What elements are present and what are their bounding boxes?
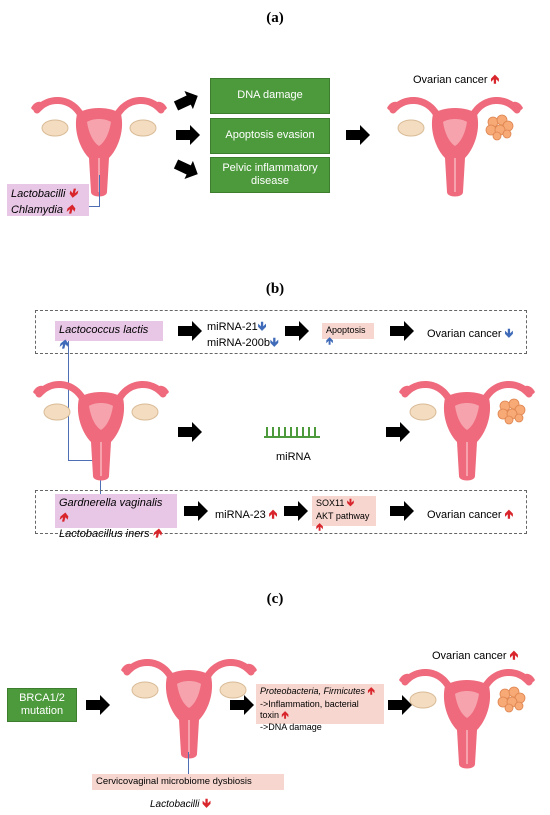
arrow-up-icon: 🡹 [66, 201, 75, 216]
panel-a-label: (a) [266, 10, 284, 26]
sox11-akt-box: SOX11 🡻 AKT pathway 🡹 [312, 496, 376, 533]
top-outcome: Ovarian cancer 🡻 [427, 326, 514, 340]
outcome-ovarian-cancer-a: Ovarian cancer 🡹 [413, 72, 500, 86]
bottom-pathway-box [35, 490, 527, 534]
arrow-right-icon [284, 501, 308, 521]
top-mirna-list: miRNA-21🡻 miRNA-200b🡻 [207, 319, 279, 349]
arrow-up-icon: 🡹 [326, 336, 334, 348]
panel-b-label: (b) [265, 281, 285, 297]
arrow-right-icon [390, 501, 414, 521]
bottom-outcome: Ovarian cancer 🡹 [427, 507, 514, 521]
arrow-right-icon [178, 321, 202, 341]
apoptosis-box: Apoptosis 🡹 [322, 323, 374, 347]
lactobacilli-label: Lactobacilli [11, 188, 66, 200]
panel-c-label: (c) [266, 591, 284, 607]
bacteria-box-a: Lactobacilli 🡻 Chlamydia 🡹 [7, 184, 89, 216]
arrow-right-icon [184, 501, 208, 521]
connector-line-a [99, 175, 100, 207]
arrow-up-icon: 🡹 [59, 337, 68, 352]
arrow-right-icon [171, 154, 202, 184]
arrow-up-icon: 🡹 [152, 525, 162, 540]
arrow-down-icon: 🡻 [269, 334, 279, 349]
arrow-up-icon: 🡹 [316, 521, 324, 533]
arrow-right-icon [285, 321, 309, 341]
arrow-right-icon [176, 125, 200, 145]
uterus-illustration-b-right [392, 372, 542, 484]
proteobacteria-box: Proteobacteria, Firmicutes 🡹 ->Inflammat… [256, 684, 384, 732]
dysbiosis-box: Cervicovaginal microbiome dysbiosis [92, 774, 284, 790]
arrow-right-icon [346, 125, 370, 145]
lactococcus-box: Lactococcus lactis 🡹 [55, 321, 163, 351]
arrow-up-icon: 🡹 [504, 507, 514, 521]
lactobacilli-c: Lactobacilli 🡻 [150, 796, 211, 810]
uterus-illustration-c-right [392, 660, 542, 772]
gardnerella-box: Gardnerella vaginalis 🡹 Lactobacillus in… [55, 494, 177, 540]
top-pathway-box [35, 310, 527, 354]
effect-dna-damage: DNA damage [210, 78, 330, 114]
arrow-right-icon [171, 86, 202, 116]
arrow-right-icon [230, 695, 254, 715]
connector-line-b [68, 341, 69, 461]
arrow-down-icon: 🡻 [346, 498, 355, 509]
outcome-ovarian-cancer-c: Ovarian cancer 🡹 [432, 648, 519, 662]
arrow-right-icon [86, 695, 110, 715]
brca-mutation-box: BRCA1/2 mutation [7, 688, 77, 722]
arrow-up-icon: 🡹 [509, 648, 519, 662]
arrow-down-icon: 🡻 [202, 796, 211, 810]
arrow-down-icon: 🡻 [257, 319, 267, 333]
effect-pelvic-inflammatory-disease: Pelvic inflammatory disease [210, 157, 330, 193]
connector-line-a-h [89, 206, 100, 207]
bottom-mirna: miRNA-23 🡹 [215, 507, 278, 521]
arrow-up-icon: 🡹 [281, 709, 289, 721]
uterus-illustration-b-left [26, 372, 176, 484]
mirna-label: miRNA [276, 451, 311, 463]
arrow-down-icon: 🡻 [68, 186, 78, 200]
effect-apoptosis-evasion: Apoptosis evasion [210, 118, 330, 154]
arrow-right-icon [390, 321, 414, 341]
uterus-illustration-a-right [380, 88, 530, 200]
arrow-right-icon [178, 422, 202, 442]
connector-line-c [188, 752, 189, 774]
arrow-up-icon: 🡹 [268, 507, 278, 521]
arrow-up-icon: 🡹 [490, 72, 500, 86]
arrow-up-icon: 🡹 [367, 686, 375, 697]
connector-line-b-h [68, 460, 100, 461]
arrow-up-icon: 🡹 [59, 510, 68, 525]
chlamydia-label: Chlamydia [11, 203, 63, 216]
mirna-strand-icon [264, 427, 320, 438]
arrow-down-icon: 🡻 [504, 326, 514, 340]
